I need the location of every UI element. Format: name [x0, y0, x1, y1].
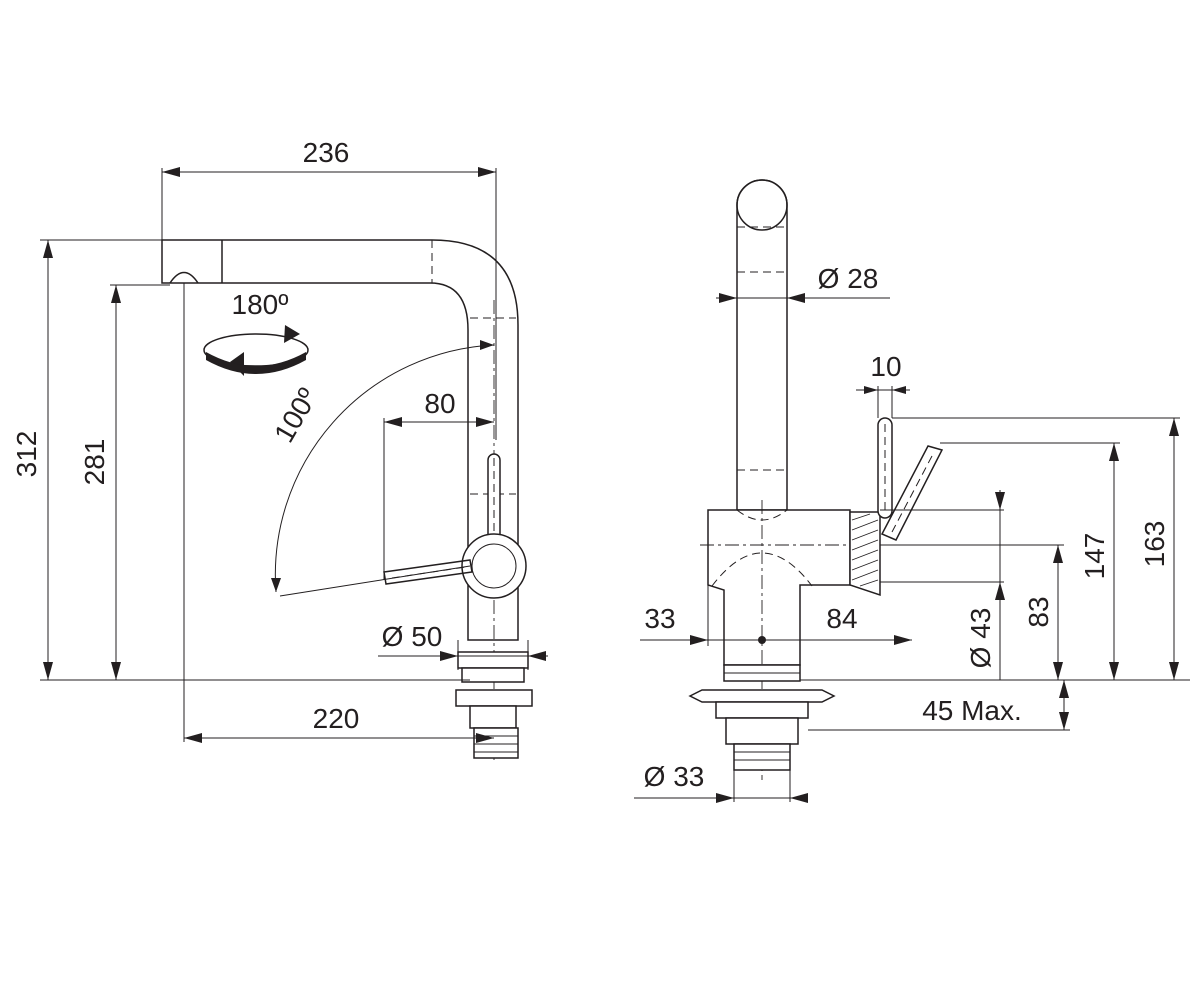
- side-spout-outline: [161, 239, 519, 641]
- label-reach-220: 220: [313, 703, 360, 734]
- label-height-312: 312: [11, 431, 42, 478]
- front-fixing-plate: [688, 689, 836, 703]
- label-width-236: 236: [303, 137, 350, 168]
- label-width-84: 84: [826, 603, 857, 634]
- label-lever-10: 10: [870, 351, 901, 382]
- label-height-163: 163: [1139, 521, 1170, 568]
- side-knob: [461, 533, 527, 599]
- side-base-collar: [457, 651, 529, 669]
- front-spout-head: [736, 179, 788, 231]
- front-body: [707, 509, 851, 666]
- label-dia-33: Ø 33: [644, 761, 705, 792]
- label-max-45: 45 Max.: [922, 695, 1022, 726]
- side-view: 236 312 281 180º 100º 80 Ø 50 220: [11, 137, 548, 760]
- front-view: Ø 28 10 163 147 83 Ø 43 33 84 45 Max. Ø …: [634, 179, 1190, 803]
- label-height-83: 83: [1023, 596, 1054, 627]
- label-height-147: 147: [1079, 533, 1110, 580]
- label-rotation-180: 180º: [232, 289, 289, 320]
- front-thread: [733, 743, 791, 771]
- label-offset-80: 80: [424, 388, 455, 419]
- rotation-arrow-icon: [203, 325, 309, 376]
- label-width-33: 33: [644, 603, 675, 634]
- side-lever-rotated: [383, 559, 473, 585]
- side-aerator: [169, 271, 199, 284]
- label-dia-28: Ø 28: [818, 263, 879, 294]
- front-cartridge: [849, 511, 881, 597]
- label-height-281: 281: [79, 439, 110, 486]
- side-thread: [473, 727, 519, 759]
- label-angle-100: 100º: [268, 383, 323, 448]
- label-dia-43: Ø 43: [965, 608, 996, 669]
- label-dia-50: Ø 50: [382, 621, 443, 652]
- angle-arc-100: [274, 344, 495, 593]
- side-fixing-plate: [455, 689, 533, 707]
